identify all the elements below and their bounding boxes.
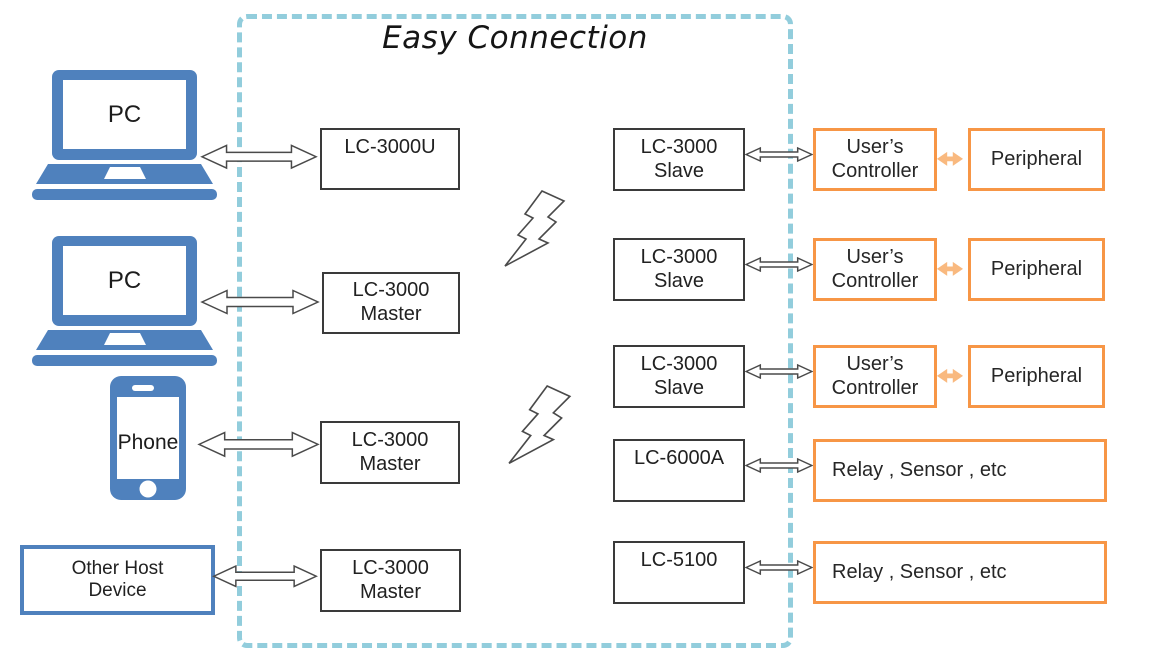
orange-double-arrow-icon bbox=[936, 367, 964, 386]
lc-3000-master-box: LC-3000 Master bbox=[322, 272, 460, 334]
lc-6000a-box: LC-6000A bbox=[613, 439, 745, 502]
users-controller-box: User’s Controller bbox=[813, 345, 937, 408]
lc-3000-slave-box: LC-3000 Slave bbox=[613, 128, 745, 191]
double-arrow-icon bbox=[200, 287, 320, 317]
double-arrow-icon bbox=[745, 559, 813, 587]
easy-connection-zone-border bbox=[237, 14, 793, 648]
users-controller-box: User’s Controller bbox=[813, 238, 937, 301]
laptop-icon bbox=[32, 70, 217, 200]
double-arrow-icon bbox=[200, 142, 318, 172]
diagram-title: Easy Connection bbox=[382, 20, 648, 56]
pc-label: PC bbox=[107, 267, 142, 294]
lc-3000-slave-box: LC-3000 Slave bbox=[613, 238, 745, 301]
double-arrow-icon bbox=[745, 457, 813, 485]
double-arrow-icon bbox=[745, 363, 813, 391]
double-arrow-icon bbox=[197, 429, 320, 459]
pc-label: PC bbox=[107, 101, 142, 128]
users-controller-box: User’s Controller bbox=[813, 128, 937, 191]
double-arrow-icon bbox=[745, 256, 813, 284]
double-arrow-icon bbox=[212, 563, 318, 593]
lc-3000-master-box: LC-3000 Master bbox=[320, 421, 460, 484]
laptop-icon bbox=[32, 236, 217, 366]
lc-3000-master-box: LC-3000 Master bbox=[320, 549, 461, 612]
lc-3000u-box: LC-3000U bbox=[320, 128, 460, 190]
orange-double-arrow-icon bbox=[936, 150, 964, 169]
lightning-bolt-icon bbox=[503, 190, 569, 268]
lc-5100-box: LC-5100 bbox=[613, 541, 745, 604]
peripheral-box: Peripheral bbox=[968, 128, 1105, 191]
peripheral-box: Peripheral bbox=[968, 238, 1105, 301]
double-arrow-icon bbox=[745, 146, 813, 174]
lightning-bolt-icon bbox=[507, 385, 575, 467]
phone-label: Phone bbox=[117, 431, 179, 454]
peripheral-box: Peripheral bbox=[968, 345, 1105, 408]
other-host-device-box: Other Host Device bbox=[20, 545, 215, 615]
relay-sensor-box: Relay , Sensor , etc bbox=[813, 541, 1107, 604]
relay-sensor-box: Relay , Sensor , etc bbox=[813, 439, 1107, 502]
smartphone-icon bbox=[110, 376, 186, 502]
lc-3000-slave-box: LC-3000 Slave bbox=[613, 345, 745, 408]
orange-double-arrow-icon bbox=[936, 260, 964, 279]
